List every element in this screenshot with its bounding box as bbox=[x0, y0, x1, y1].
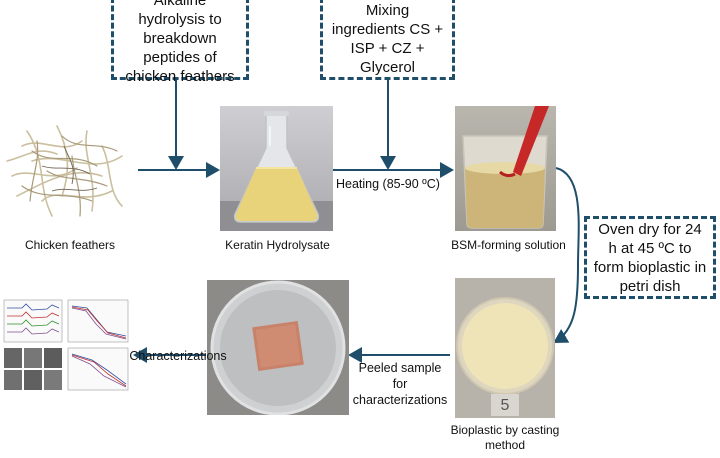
chicken-feathers-photo bbox=[2, 106, 137, 231]
caption-feathers: Chicken feathers bbox=[24, 238, 116, 252]
characterizations-label: Characterizations bbox=[129, 349, 227, 363]
oven-box: Oven dry for 24 h at 45 ºC to form biopl… bbox=[584, 216, 716, 299]
oven-text: Oven dry for 24 h at 45 ºC to form biopl… bbox=[593, 220, 707, 295]
caption-keratin: Keratin Hydrolysate bbox=[225, 238, 330, 252]
mixing-text: Mixing ingredients CS + ISP + CZ + Glyce… bbox=[331, 1, 444, 76]
bioplastic-casting-photo: 5 bbox=[455, 278, 555, 418]
hydrolysis-text: Alkaline hydrolysis to breakdown peptide… bbox=[125, 0, 235, 85]
bsm-solution-photo bbox=[455, 106, 556, 231]
peeled-label: Peeled sample for characterizations bbox=[352, 361, 448, 407]
arrow-bsm-to-casting bbox=[553, 167, 580, 344]
heating-label: Heating (85-90 ºC) bbox=[336, 177, 440, 191]
characterization-thumbnails bbox=[2, 298, 132, 393]
caption-casting: Bioplastic by casting method bbox=[450, 423, 560, 452]
casting-badge: 5 bbox=[500, 397, 510, 414]
peeled-sample-photo bbox=[207, 280, 349, 415]
mixing-box: Mixing ingredients CS + ISP + CZ + Glyce… bbox=[320, 0, 455, 80]
keratin-hydrolysate-photo bbox=[220, 106, 333, 231]
caption-bsm: BSM-forming solution bbox=[451, 238, 566, 252]
hydrolysis-box: Alkaline hydrolysis to breakdown peptide… bbox=[111, 0, 249, 85]
